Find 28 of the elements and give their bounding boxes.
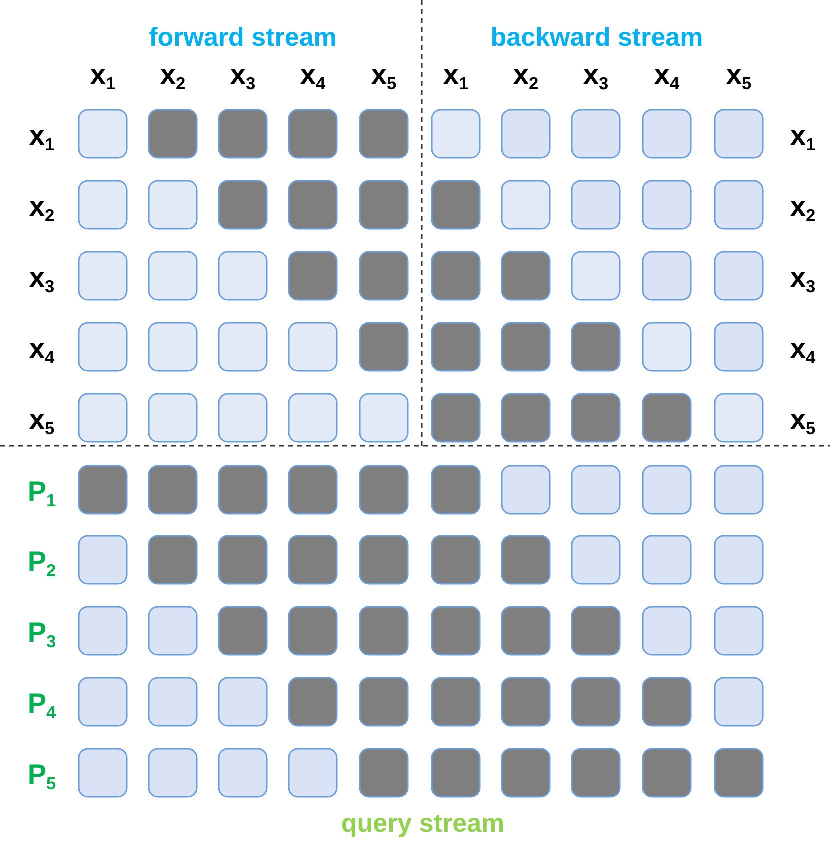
stream-title: backward stream [490, 24, 704, 50]
column-label: x$_{4}$ [300, 61, 326, 93]
column-label: x$_{5}$ [371, 61, 397, 93]
column-label: x$_{5}$ [726, 61, 752, 93]
row-label: x$_{1}$ [790, 122, 816, 154]
row-label: x$_{2}$ [790, 193, 816, 225]
column-label: x$_{2}$ [160, 61, 186, 93]
row-label: P$_{2}$ [28, 548, 56, 580]
row-label: P$_{4}$ [28, 690, 56, 722]
row-label: x$_{4}$ [29, 335, 55, 367]
column-label: x$_{2}$ [513, 61, 539, 93]
column-label: x$_{3}$ [230, 61, 256, 93]
column-label: x$_{1}$ [90, 61, 116, 93]
column-label: x$_{4}$ [654, 61, 680, 93]
row-label: x$_{5}$ [790, 406, 816, 438]
row-label: x$_{1}$ [29, 122, 55, 154]
row-label: x$_{4}$ [790, 335, 816, 367]
column-label: x$_{3}$ [583, 61, 609, 93]
row-label: P$_{5}$ [28, 761, 56, 793]
row-label: x$_{3}$ [29, 264, 55, 296]
stream-title: query stream [341, 810, 505, 836]
row-label: x$_{2}$ [29, 193, 55, 225]
row-label: P$_{1}$ [28, 478, 56, 510]
column-label: x$_{1}$ [443, 61, 469, 93]
row-label: P$_{3}$ [28, 619, 56, 651]
row-label: x$_{5}$ [29, 406, 55, 438]
row-label: x$_{3}$ [790, 264, 816, 296]
stream-title: forward stream [149, 24, 337, 50]
